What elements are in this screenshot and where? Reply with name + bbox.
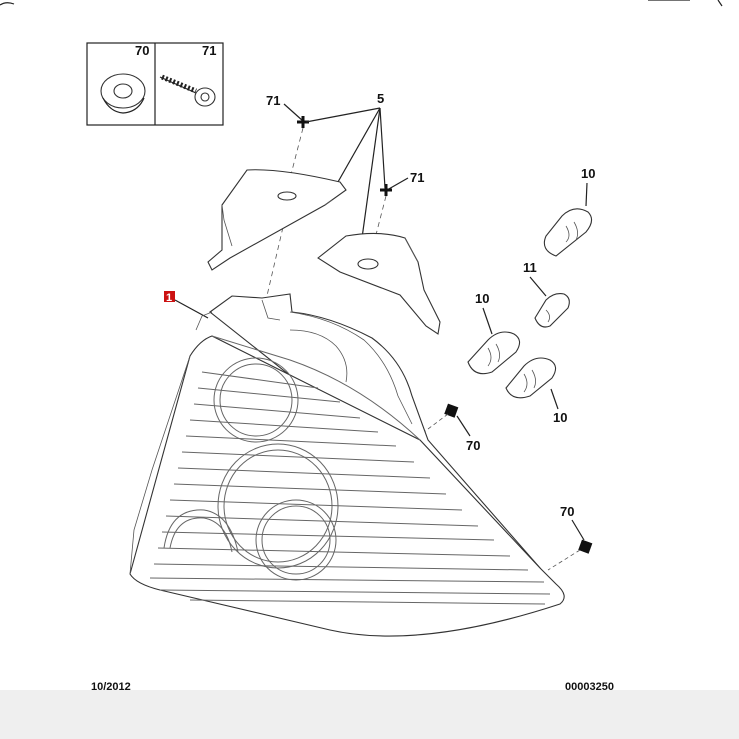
inset-label-71: 71 [202, 43, 216, 58]
tail-lamp-assembly: 1 [129, 291, 565, 637]
reflector-lower [255, 499, 337, 581]
callout-10-bottom: 10 [553, 410, 567, 425]
footer-diagram-number: 00003250 [565, 681, 614, 690]
bulb-callouts: 10 11 10 10 [475, 166, 595, 425]
bulb-icon-left [467, 331, 521, 375]
inset-box: 70 71 [86, 42, 224, 126]
bulb-icon-bottom [505, 357, 557, 399]
callout-10-left: 10 [475, 291, 489, 306]
mounting-bracket-left [207, 169, 347, 271]
inset-label-70: 70 [135, 43, 149, 58]
mounting-bracket-right [317, 232, 441, 335]
callout-10-top: 10 [581, 166, 595, 181]
callout-5: 5 [377, 91, 384, 106]
reflector-upper [213, 357, 299, 443]
screw-icon [159, 74, 216, 107]
callout-71-left: 71 [266, 93, 280, 108]
reflector-middle [217, 443, 339, 569]
callout-70-low: 70 [560, 504, 574, 519]
callout-11: 11 [523, 260, 537, 275]
grommet-icon [100, 73, 146, 114]
lamp-reference-marker [164, 291, 175, 302]
callout-71-right: 71 [410, 170, 424, 185]
bulb-icon-top [543, 208, 593, 257]
top-right-edge-fragment [648, 0, 723, 7]
exploded-parts-diagram: 70 71 71 5 71 [0, 0, 723, 690]
footer-date: 10/2012 [91, 681, 131, 690]
top-left-edge-fragment [0, 2, 15, 6]
bracket-callouts: 71 5 71 [265, 91, 424, 301]
callout-1: 1 [166, 292, 172, 304]
footer-band [0, 690, 739, 739]
callout-70-mid: 70 [466, 438, 480, 453]
grommet-callouts: 70 70 [423, 403, 593, 571]
bulb-icon-small [534, 293, 570, 328]
